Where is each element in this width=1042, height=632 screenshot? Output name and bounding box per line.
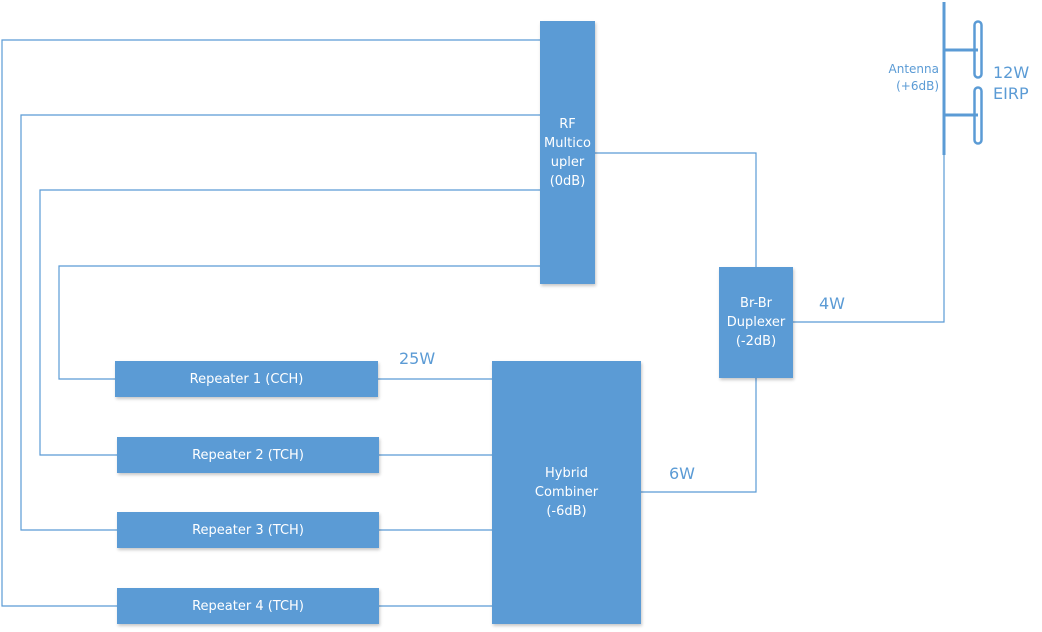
- hybrid-combiner-label: Hybrid Combiner (-6dB): [534, 466, 599, 519]
- duplexer-label: Br-Br Duplexer (-2dB): [726, 296, 786, 349]
- wire-combiner-duplexer: [641, 378, 757, 493]
- eirp-label: 12W EIRP: [993, 63, 1030, 103]
- repeater-1-label: Repeater 1 (CCH): [189, 371, 304, 387]
- repeater-4-block: Repeater 4 (TCH): [117, 588, 379, 624]
- repeater-1-block: Repeater 1 (CCH): [115, 361, 378, 397]
- wire-duplexer-antenna: [793, 155, 945, 323]
- power-label-duplexer-output: 4W: [819, 294, 845, 313]
- rf-multicoupler-label: RF Multico upler (0dB): [544, 116, 591, 189]
- repeater-2-block: Repeater 2 (TCH): [117, 437, 379, 473]
- repeater-4-label: Repeater 4 (TCH): [192, 598, 304, 614]
- power-label-combiner-output: 6W: [669, 464, 695, 483]
- wire-multicoupler-repeater4: [1, 39, 540, 607]
- power-label-repeater: 25W: [399, 349, 436, 368]
- wire-multicoupler-repeater1: [58, 265, 540, 380]
- hybrid-combiner-block: Hybrid Combiner (-6dB): [492, 361, 641, 624]
- antenna-label: Antenna (+6dB): [888, 62, 939, 93]
- repeater-2-label: Repeater 2 (TCH): [192, 447, 304, 463]
- wire-multicoupler-repeater2: [39, 189, 540, 456]
- repeater-3-block: Repeater 3 (TCH): [117, 512, 379, 548]
- dipole-antenna-icon: [942, 2, 983, 155]
- rf-multicoupler-block: RF Multico upler (0dB): [540, 21, 595, 284]
- duplexer-block: Br-Br Duplexer (-2dB): [719, 267, 793, 378]
- wire-multicoupler-repeater3: [20, 114, 540, 531]
- repeater-3-label: Repeater 3 (TCH): [192, 522, 304, 538]
- wire-multicoupler-duplexer: [595, 152, 757, 267]
